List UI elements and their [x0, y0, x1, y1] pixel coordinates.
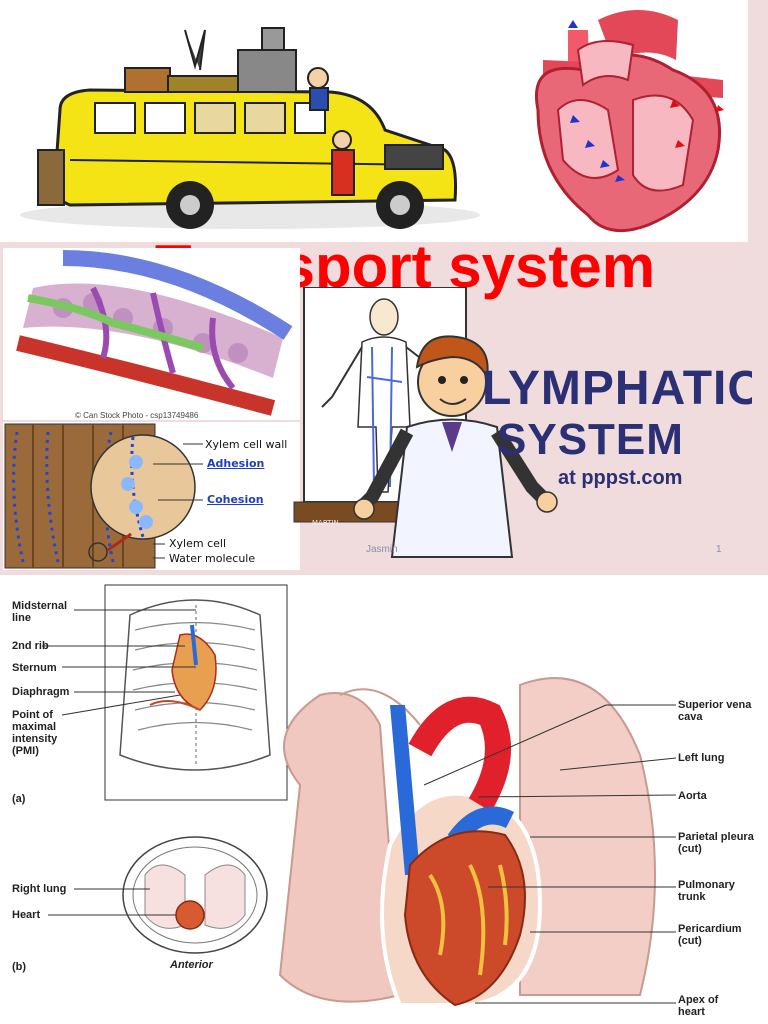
system-heading: SYSTEM	[497, 415, 684, 464]
anatomy-illustration	[42, 584, 677, 1007]
lymphatic-heading: LYMPHATIC	[482, 362, 752, 415]
left-lung-label: Left lung	[678, 752, 725, 764]
superior-vena-cava-label: Superior vena cava	[678, 699, 752, 723]
xylem-cell-wall-label: Xylem cell wall	[205, 438, 288, 451]
blood-vessel-image: © Can Stock Photo - csp13749486	[3, 248, 300, 420]
slide: Transport system © Can Stock Photo - csp…	[0, 0, 768, 575]
aorta-label: Aorta	[678, 790, 707, 802]
lymphatic-image: MARTIN LYMPHATIC SYSTEM at pppst.com	[292, 287, 752, 570]
bus-image	[0, 0, 498, 242]
pulmonary-trunk-label: Pulmonary trunk	[678, 879, 735, 903]
panel-a-label: (a)	[12, 793, 26, 805]
cohesion-label: Cohesion	[207, 493, 264, 506]
board-label: MARTIN	[312, 519, 339, 527]
pmi-label: Point of maximal intensity (PMI)	[12, 709, 58, 757]
footer-author: Jasmin	[366, 544, 398, 555]
lymphatic-illustration	[293, 287, 558, 558]
vessel-copyright: © Can Stock Photo - csp13749486	[75, 411, 199, 420]
xylem-illustration	[4, 423, 203, 569]
pppst-credit: at pppst.com	[558, 467, 683, 489]
pericardium-label: Pericardium (cut)	[678, 923, 742, 947]
slide-number: 1	[716, 544, 722, 555]
second-rib-label: 2nd rib	[12, 640, 49, 652]
panel-b-label: (b)	[12, 961, 27, 973]
water-molecule-label: Water molecule	[169, 552, 256, 565]
anterior-label: Anterior	[170, 959, 213, 971]
midsternal-line-label: Midsternal line	[12, 600, 68, 624]
apex-of-heart-label: Apex of heart	[678, 994, 719, 1018]
right-lung-cross-label: Right lung	[12, 883, 67, 895]
heart-cross-label: Heart	[12, 909, 41, 921]
anatomy-figure: Midsternal line 2nd rib Sternum Diaphrag…	[0, 575, 768, 1024]
diaphragm-label: Diaphragm	[12, 686, 70, 698]
adhesion-label: Adhesion	[207, 457, 265, 470]
xylem-cell-label: Xylem cell	[169, 537, 227, 550]
bus-illustration	[20, 27, 480, 229]
heart-illustration	[535, 10, 724, 233]
heart-image	[498, 0, 748, 242]
vessel-illustration	[16, 250, 293, 416]
parietal-pleura-label: Parietal pleura (cut)	[678, 831, 754, 855]
xylem-image: Xylem cell wall Adhesion Cohesion Xylem …	[3, 422, 300, 570]
sternum-label: Sternum	[12, 662, 57, 674]
